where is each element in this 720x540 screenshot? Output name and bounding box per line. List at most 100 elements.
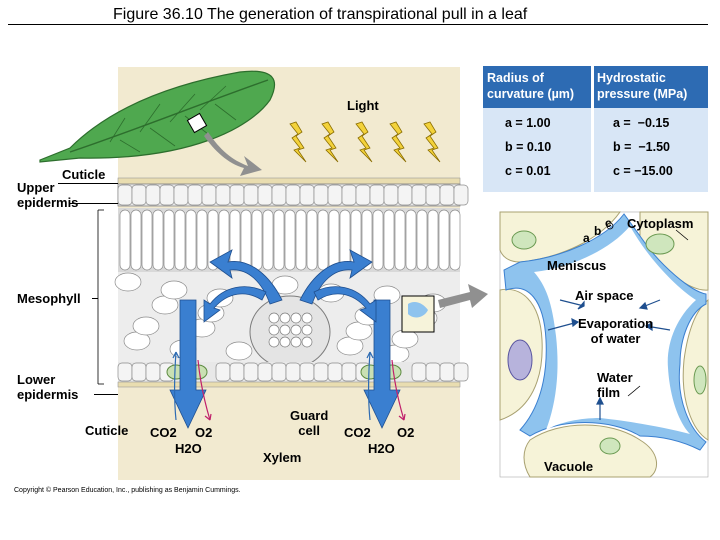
table-header: [483, 66, 708, 108]
table-header-radius: Radius of curvature (µm): [487, 71, 575, 101]
palisade-cell: [273, 209, 285, 271]
label-upper-epidermis: Upper epidermis: [17, 180, 79, 210]
xylem-vessel: [268, 336, 280, 348]
leader-cuticle-top: [58, 183, 118, 184]
palisade-cell: [207, 209, 219, 271]
palisade-cell: [361, 209, 373, 271]
gas-exchange-arrows: [172, 351, 406, 421]
light-rays-icon: [289, 121, 441, 163]
palisade-cell: [372, 209, 384, 271]
epidermis-cell: [313, 362, 329, 382]
inset-label-evaporation: Evaporation of water: [578, 316, 654, 346]
figure-title: Figure 36.10 The generation of transpira…: [113, 6, 528, 23]
epidermis-cell: [327, 362, 343, 382]
palisade-cell: [196, 209, 208, 271]
epidermis-cell: [285, 184, 301, 206]
epidermis-cell: [285, 362, 301, 382]
epidermis-cell: [411, 184, 427, 206]
palisade-cell: [174, 209, 186, 271]
epidermis-cell: [439, 184, 455, 206]
table-cell-pressure-b: b = −1.50: [613, 140, 670, 154]
inset-label-b: b: [594, 224, 602, 238]
epidermis-cell: [117, 184, 133, 206]
epidermis-cell: [453, 362, 469, 382]
epidermis-cell: [299, 184, 315, 206]
epidermis-cell: [271, 362, 287, 382]
palisade-cell: [405, 209, 417, 271]
upper-epidermis-cell-row: [117, 184, 469, 206]
epidermis-cell: [131, 362, 147, 382]
inset-label-water-film: Water film: [597, 370, 633, 400]
table-header-pressure: Hydrostatic pressure (MPa): [597, 71, 688, 101]
palisade-cell: [306, 209, 318, 271]
epidermis-cell: [425, 362, 441, 382]
label-xylem: Xylem: [263, 450, 302, 465]
palisade-cell: [427, 209, 439, 271]
palisade-cell: [229, 209, 241, 271]
spongy-cell: [132, 316, 160, 336]
palisade-cell: [163, 209, 175, 271]
copyright-notice: Copyright © Pearson Education, Inc., pub…: [14, 487, 241, 494]
epidermis-cell: [341, 362, 357, 382]
inset-air-space-detail: [499, 211, 709, 478]
water-flow-arrows: [169, 249, 401, 429]
label-h2o-left: H2O: [175, 441, 202, 456]
leader-mesophyll: [92, 298, 98, 299]
epidermis-cell: [439, 362, 455, 382]
epidermis-cell: [299, 362, 315, 382]
label-h2o-right: H2O: [368, 441, 395, 456]
table-cell-pressure-a: a = −0.15: [613, 116, 670, 130]
palisade-cell: [438, 209, 450, 271]
epidermis-cell: [425, 184, 441, 206]
epidermis-cell: [145, 184, 161, 206]
epidermis-cell: [397, 184, 413, 206]
xylem-vessel: [301, 336, 313, 348]
upper-cuticle: [117, 177, 461, 185]
palisade-cell: [251, 209, 263, 271]
epidermis-cell: [173, 184, 189, 206]
epidermis-cell: [369, 184, 385, 206]
xylem-vessel: [290, 336, 302, 348]
xylem-vessel: [268, 324, 280, 336]
epidermis-cell: [117, 362, 133, 382]
epidermis-cell: [243, 362, 259, 382]
epidermis-cell: [229, 184, 245, 206]
palisade-cell: [416, 209, 428, 271]
epidermis-cell: [215, 184, 231, 206]
epidermis-cell: [327, 184, 343, 206]
inset-arrow-icon: [438, 284, 488, 308]
epidermis-cell: [131, 184, 147, 206]
title-underline: [8, 24, 708, 25]
epidermis-cell: [313, 184, 329, 206]
palisade-cell: [130, 209, 142, 271]
inset-label-meniscus: Meniscus: [547, 258, 607, 273]
label-mesophyll: Mesophyll: [17, 291, 81, 306]
palisade-cell: [240, 209, 252, 271]
epidermis-cell: [159, 184, 175, 206]
leader-upper-epidermis: [70, 203, 118, 204]
xylem-vessel: [301, 312, 313, 324]
epidermis-cell: [257, 184, 273, 206]
xylem-vessel: [279, 336, 291, 348]
epidermis-cell: [257, 362, 273, 382]
palisade-cell: [383, 209, 395, 271]
label-co2-right: CO2: [344, 425, 371, 440]
inset-label-cytoplasm: Cytoplasm: [627, 216, 694, 231]
label-guard-cell: Guard cell: [290, 408, 329, 438]
label-cuticle-top: Cuticle: [62, 167, 106, 182]
table-cell-pressure-c: c = −15.00: [613, 164, 673, 178]
inset-label-c: c: [605, 216, 612, 230]
spongy-cell: [391, 329, 419, 349]
label-o2-left: O2: [195, 425, 213, 440]
palisade-cell: [152, 209, 164, 271]
epidermis-cell: [201, 184, 217, 206]
inset-label-a: a: [583, 231, 590, 245]
palisade-cells: [119, 209, 461, 271]
palisade-cell: [317, 209, 329, 271]
palisade-cell: [119, 209, 131, 271]
palisade-cell: [339, 209, 351, 271]
palisade-cell: [295, 209, 307, 271]
lower-cuticle: [117, 381, 461, 388]
epidermis-cell: [229, 362, 245, 382]
